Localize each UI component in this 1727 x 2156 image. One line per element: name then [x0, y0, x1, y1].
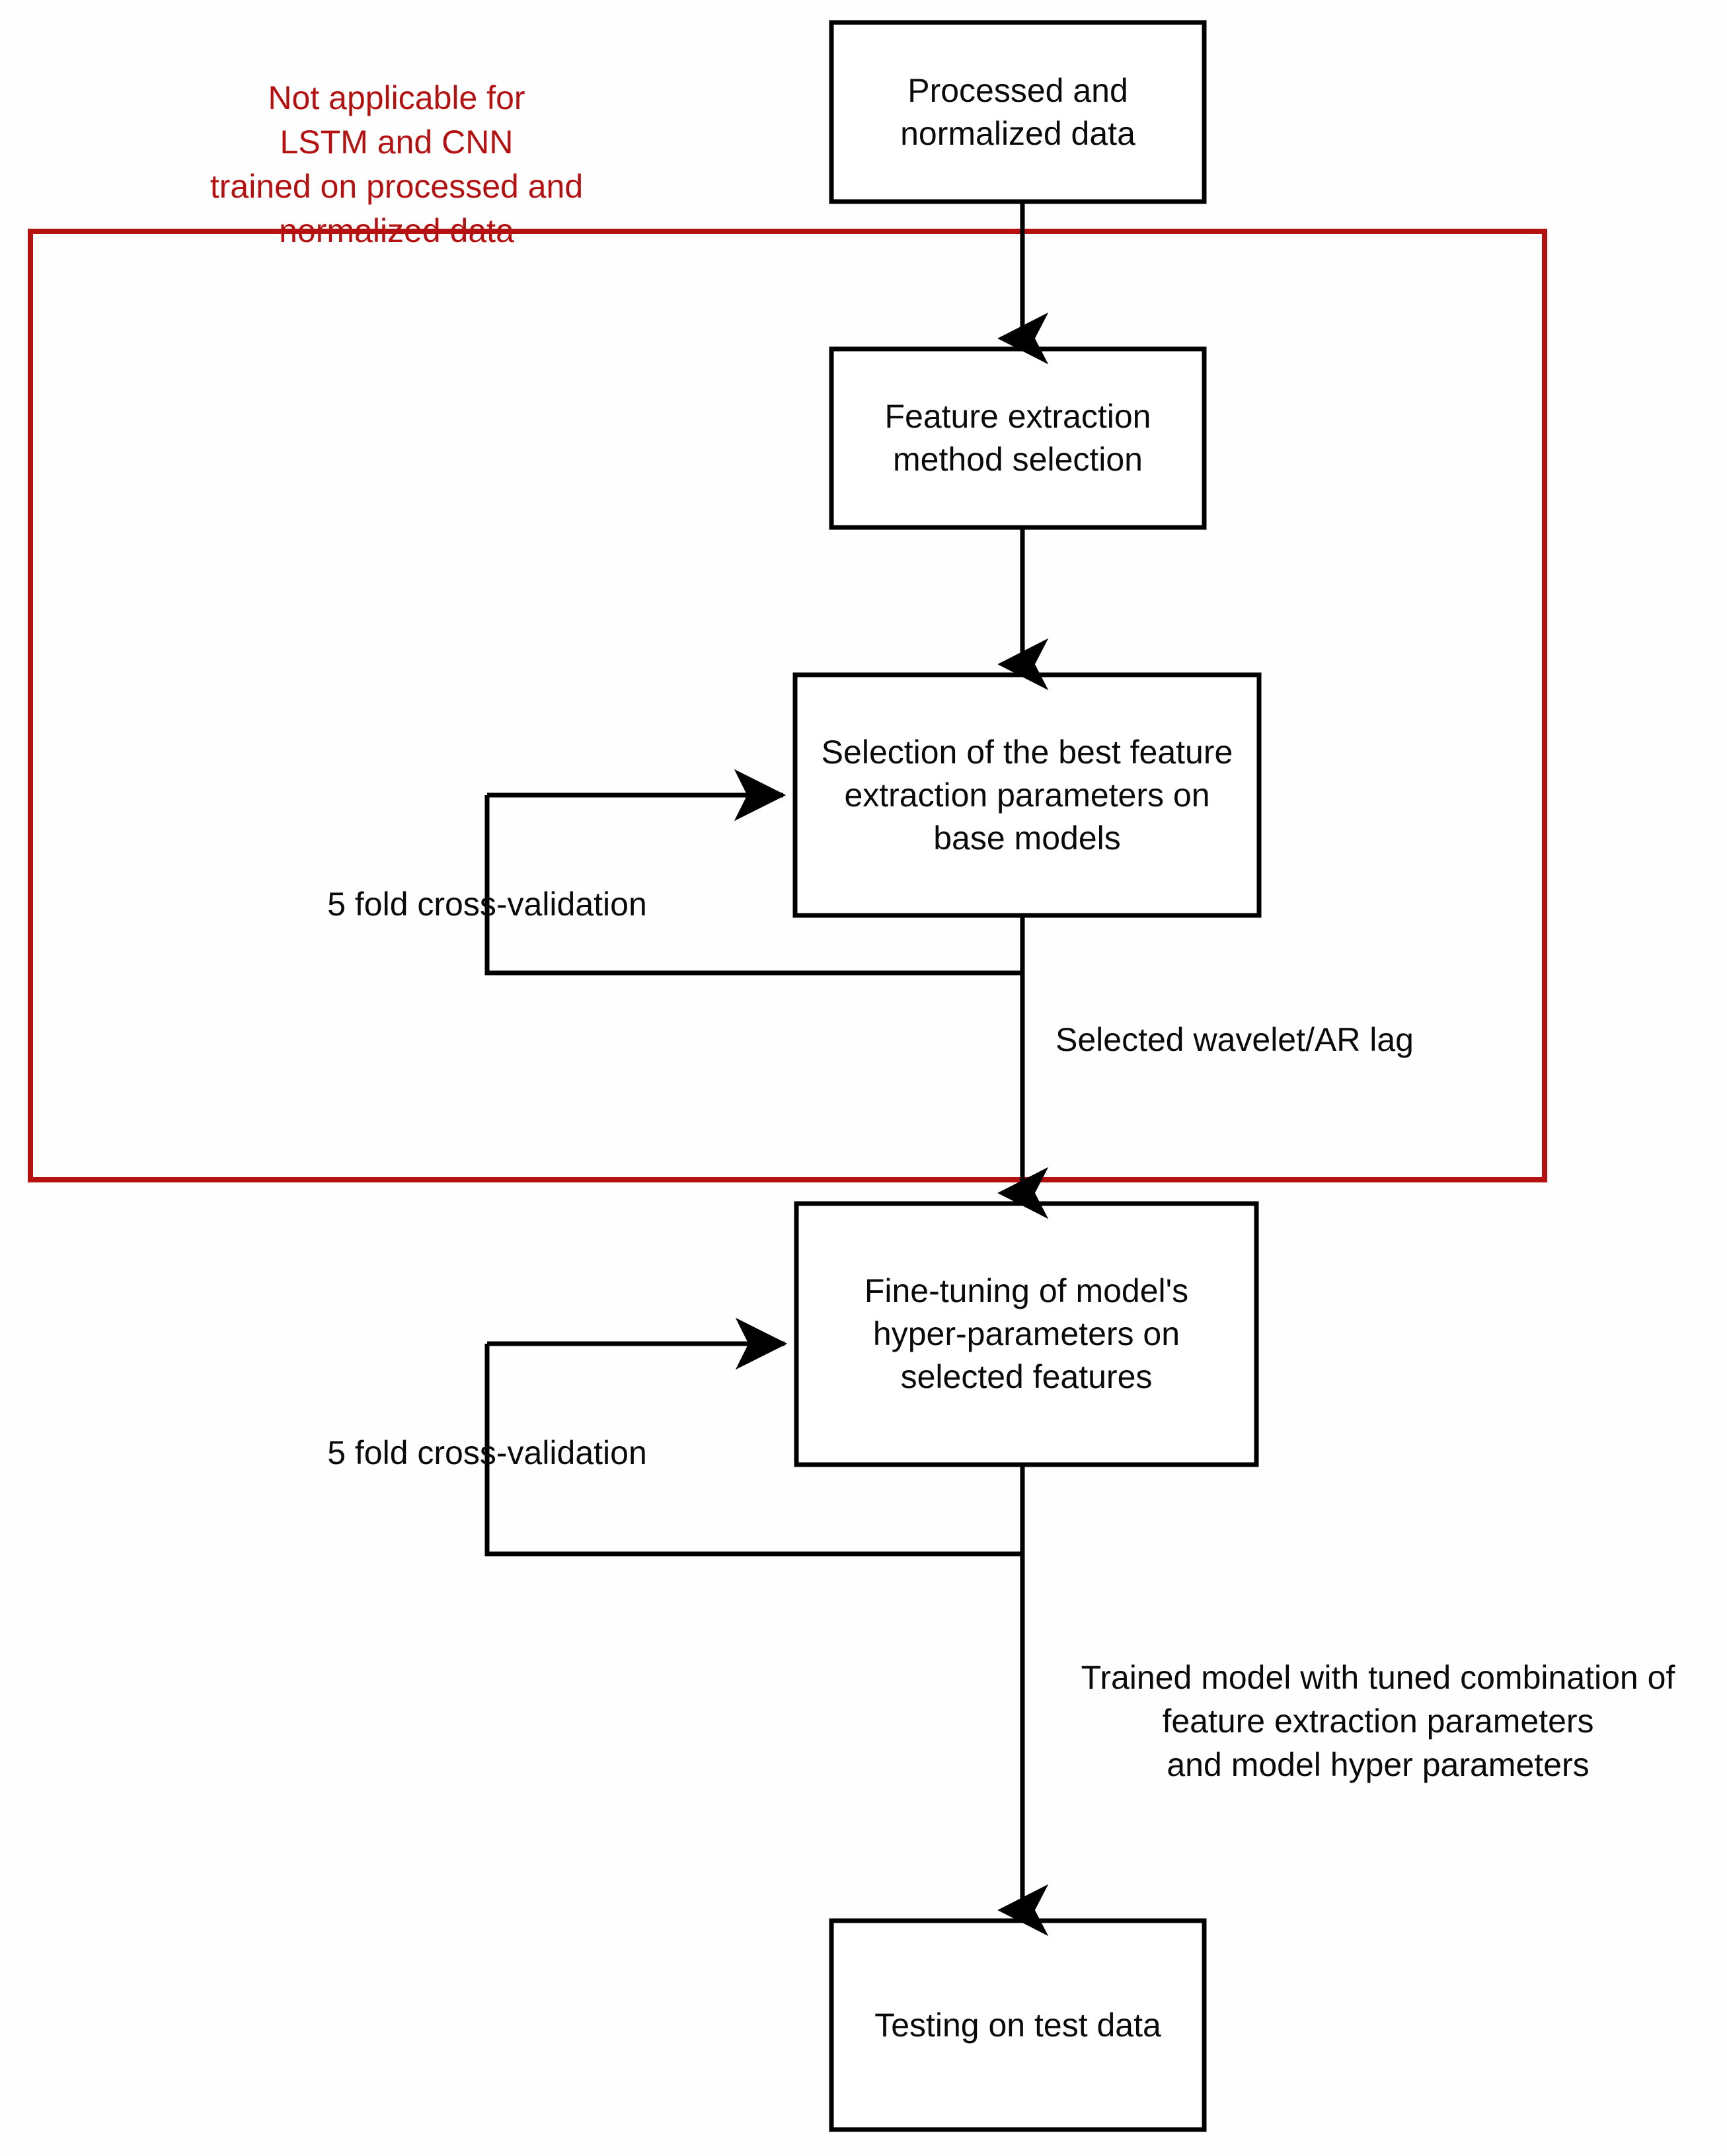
edge-label-cv-loop-2: 5 fold cross-validation: [327, 1434, 647, 1471]
node-box-best-feature-params[interactable]: [792, 672, 1262, 918]
node-box-processed-data[interactable]: [829, 20, 1207, 204]
not-applicable-note: Not applicable for LSTM and CNN trained …: [210, 79, 584, 249]
node-box-testing[interactable]: [829, 1918, 1207, 2132]
edge-label-trained-model: Trained model with tuned combination of …: [1081, 1659, 1675, 1783]
not-applicable-region-outline: [28, 229, 1547, 1182]
edge-label-selected-wavelet: Selected wavelet/AR lag: [1055, 1021, 1414, 1058]
node-box-feature-extraction[interactable]: [829, 346, 1207, 530]
edge-label-cv-loop-1: 5 fold cross-validation: [327, 886, 647, 923]
node-box-fine-tuning[interactable]: [794, 1201, 1259, 1467]
